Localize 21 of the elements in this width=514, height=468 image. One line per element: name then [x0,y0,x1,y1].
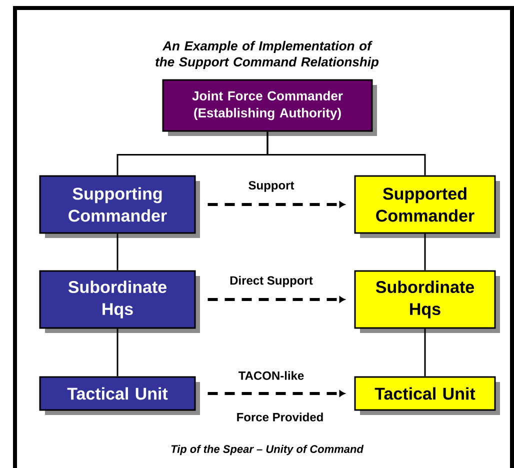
edge-label: Support [247,180,296,193]
annotation: Force Provided [237,412,323,422]
command-box: Tactical Unit [39,376,200,415]
edge-label: TACON-like [237,370,306,381]
connector-line [116,234,118,270]
connector-line [424,328,426,376]
command-box: Joint Force Commander (Establishing Authority) [162,79,377,136]
connector-line [266,132,426,176]
dashed-arrow [208,296,345,303]
caption: Tip of the Spear – Unity of Command [171,444,364,456]
command-box: Supporting Commander [39,175,200,238]
connector-line [116,328,118,376]
edge-label: Direct Support [228,274,314,288]
command-box: Supported Commander [354,175,500,238]
dashed-arrow [208,390,345,397]
command-box: Tactical Unit [354,376,500,415]
connector-line [424,234,426,270]
dashed-arrow [208,201,345,208]
title: An Example of Implementation of the Support Command Relationship [156,40,379,70]
command-box: Subordinate Hqs [354,270,500,333]
command-box: Subordinate Hqs [39,270,200,333]
